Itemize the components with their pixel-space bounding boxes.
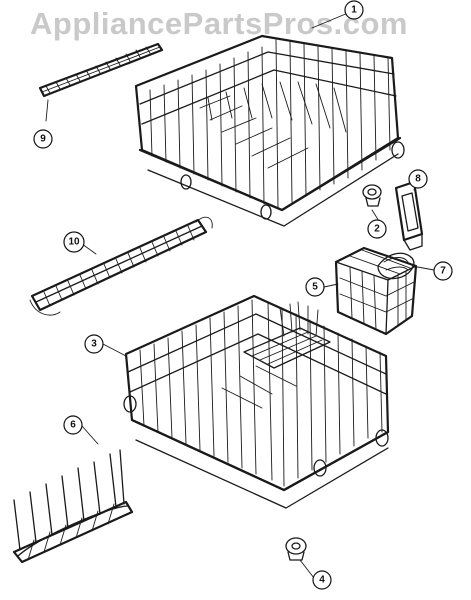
callout-4: 4	[312, 570, 332, 590]
svg-text:4: 4	[319, 575, 325, 586]
upper-rack-part	[134, 34, 405, 227]
callout-5: 5	[305, 277, 325, 297]
callout-9: 9	[33, 129, 53, 149]
callout-7: 7	[433, 261, 453, 281]
callout-3: 3	[84, 334, 104, 354]
cup-shelf-part	[29, 216, 213, 316]
basket-lid-part	[377, 252, 415, 280]
callout-10: 10	[63, 231, 85, 253]
svg-text:8: 8	[415, 174, 421, 185]
svg-text:6: 6	[70, 420, 76, 431]
svg-text:3: 3	[91, 339, 97, 350]
tine-row-part	[12, 449, 134, 564]
callout-6: 6	[63, 415, 83, 435]
shelf-strip-part	[38, 42, 164, 98]
rack-wheel-part	[362, 184, 382, 207]
svg-text:7: 7	[440, 266, 446, 277]
callout-2: 2	[367, 219, 387, 239]
watermark-text: AppliancePartsPros.com	[30, 6, 408, 41]
callout-8: 8	[408, 169, 428, 189]
svg-text:1: 1	[351, 5, 357, 16]
svg-text:10: 10	[68, 237, 80, 248]
leader-lines	[45, 12, 435, 579]
svg-text:5: 5	[312, 282, 318, 293]
svg-text:2: 2	[374, 224, 380, 235]
lower-rack-part	[123, 294, 390, 509]
svg-text:9: 9	[40, 134, 46, 145]
lower-wheel-part	[285, 537, 307, 561]
basket-clip-part	[394, 180, 424, 251]
silverware-basket-part	[334, 246, 418, 336]
callout-1: 1	[344, 0, 364, 20]
